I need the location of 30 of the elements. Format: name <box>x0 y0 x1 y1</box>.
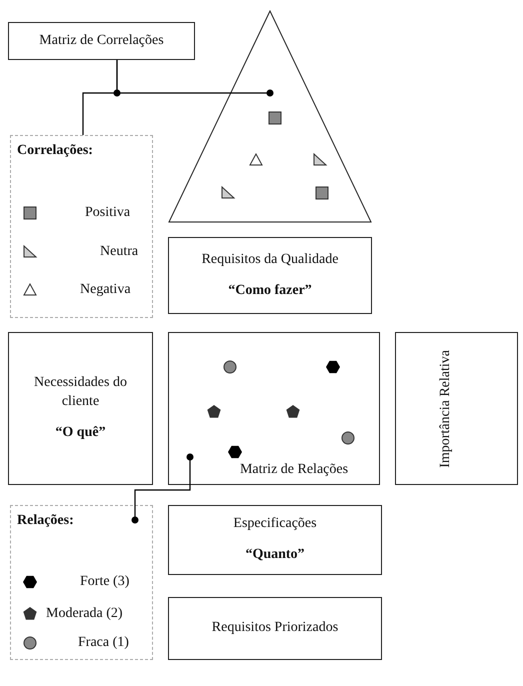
box-title: Especificações <box>233 515 317 534</box>
legend-panel <box>10 505 153 660</box>
legend-label: Positiva <box>85 205 130 221</box>
box-title: Requisitos da Qualidade <box>202 250 338 269</box>
needs-box <box>8 332 153 485</box>
title-box <box>8 22 195 60</box>
box-title: Matriz de Correlações <box>39 32 164 50</box>
priority-box <box>168 597 382 660</box>
box-title: Importância Relativa <box>436 350 454 468</box>
legend-label: Negativa <box>80 282 131 298</box>
box-title: Requisitos Priorizados <box>212 619 338 638</box>
importance-box <box>395 332 518 485</box>
legend-label: Fraca (1) <box>78 635 129 651</box>
legend-title: Relações: <box>16 512 75 530</box>
legend-label: Moderada (2) <box>46 606 123 622</box>
leader-line <box>132 454 194 524</box>
leader-line <box>82 60 118 135</box>
legend-label: Neutra <box>100 244 138 260</box>
box-title: Matriz de Relações <box>238 461 348 480</box>
box-title: Necessidades do cliente <box>33 374 128 412</box>
box-subtitle: “O quê” <box>54 424 107 442</box>
legend-panel <box>10 135 153 318</box>
specification-box <box>168 505 382 575</box>
box-subtitle: “Quanto” <box>245 546 305 564</box>
relationship-matrix-box <box>168 332 380 485</box>
legend-label: Forte (3) <box>80 574 130 590</box>
requirement-box <box>168 237 372 314</box>
roof-triangle <box>168 10 372 223</box>
box-subtitle: “Como fazer” <box>228 282 312 300</box>
legend-title: Correlações: <box>16 142 94 160</box>
